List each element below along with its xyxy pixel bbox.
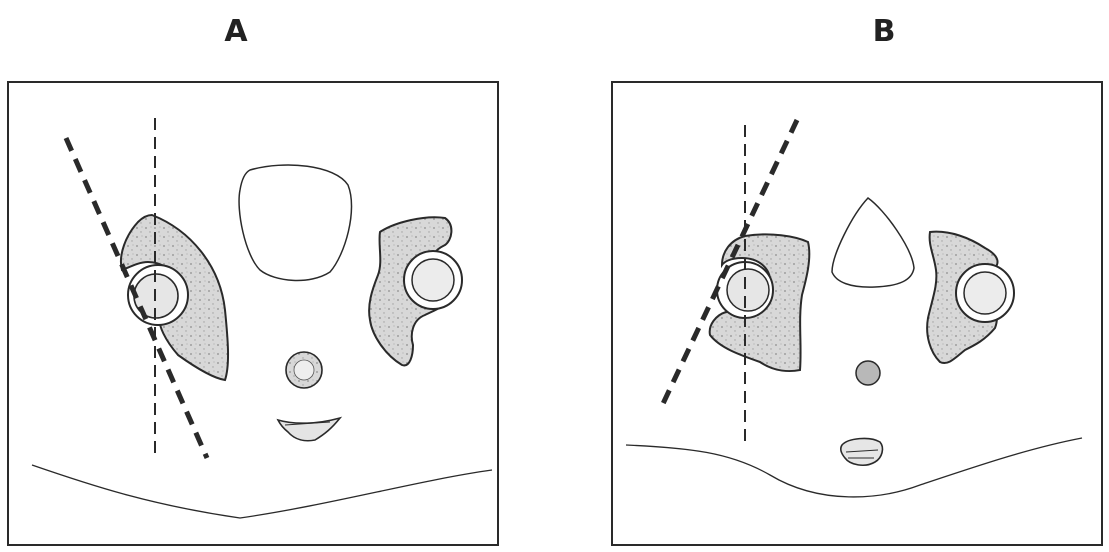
rectum-inner-a [294,360,314,380]
right-femoral-head-inner-b [964,272,1006,314]
rectum-b [856,361,880,385]
panel-b-frame [612,82,1102,545]
left-femoral-head-inner-b [727,269,769,311]
right-femoral-head-inner-a [412,259,454,301]
bladder-b [832,198,914,287]
skin-contour-a [32,465,492,518]
coccyx-a [278,418,340,441]
panel-b [612,82,1102,545]
panel-a [8,82,498,545]
bladder-a [239,165,351,280]
